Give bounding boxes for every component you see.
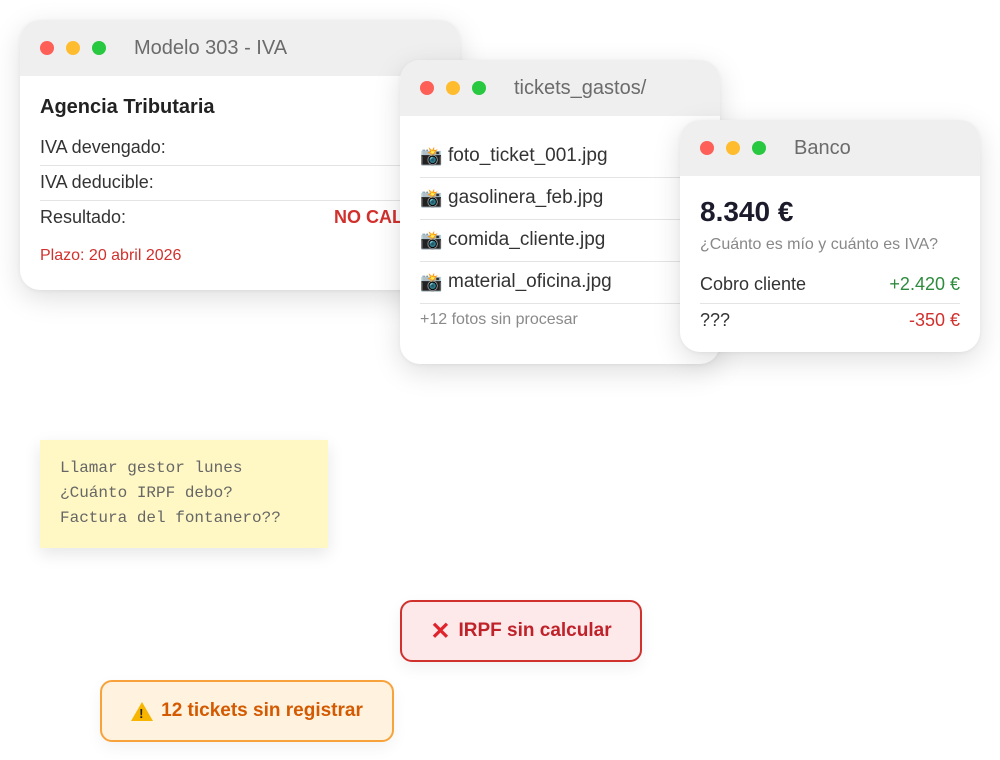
agency-heading: Agencia Tributaria	[40, 96, 215, 118]
window-title: Modelo 303 - IVA	[134, 37, 288, 59]
file-item[interactable]: 📸 material_oficina.jpg	[420, 262, 700, 304]
balance-question: ¿Cuánto es mío y cuánto es IVA?	[700, 236, 939, 253]
file-item[interactable]: 📸 gasolinera_feb.jpg	[420, 178, 700, 220]
minimize-button[interactable]	[726, 141, 740, 155]
row-label: Resultado:	[40, 207, 127, 227]
irpf-alert: ✕ IRPF sin calcular	[400, 600, 642, 662]
file-item[interactable]: 📸 foto_ticket_001.jpg	[420, 136, 700, 178]
unprocessed-count: +12 fotos sin procesar	[420, 311, 578, 328]
file-name: gasolinera_feb.jpg	[448, 187, 604, 208]
file-name: comida_cliente.jpg	[448, 229, 606, 250]
close-button[interactable]	[420, 81, 434, 95]
transaction-amount: +2.420 €	[889, 274, 960, 294]
window-title: Banco	[794, 137, 851, 159]
alert-text: 12 tickets sin registrar	[161, 700, 363, 721]
transaction-row: ??? -350 €	[700, 304, 960, 339]
tickets-alert: 12 tickets sin registrar	[100, 680, 394, 742]
resultado-row: Resultado: NO CALCUL	[40, 201, 440, 235]
tickets-gastos-window[interactable]: tickets_gastos/ 📸 foto_ticket_001.jpg 📸 …	[400, 60, 720, 364]
transaction-label: ???	[700, 310, 731, 330]
minimize-button[interactable]	[446, 81, 460, 95]
banco-window[interactable]: Banco 8.340 € ¿Cuánto es mío y cuánto es…	[680, 120, 980, 352]
maximize-button[interactable]	[752, 141, 766, 155]
window-titlebar[interactable]: tickets_gastos/	[400, 60, 720, 116]
file-name: material_oficina.jpg	[448, 271, 612, 292]
camera-icon: 📸	[420, 271, 443, 292]
close-button[interactable]	[700, 141, 714, 155]
minimize-button[interactable]	[66, 41, 80, 55]
camera-icon: 📸	[420, 187, 443, 208]
alert-text: IRPF sin calcular	[458, 620, 612, 641]
x-icon: ✕	[430, 617, 451, 645]
row-label: IVA deducible:	[40, 172, 154, 192]
iva-deducible-row: IVA deducible:	[40, 166, 440, 201]
window-titlebar[interactable]: Modelo 303 - IVA	[20, 20, 460, 76]
balance-amount: 8.340 €	[700, 196, 794, 227]
note-line: ¿Cuánto IRPF debo?	[60, 484, 233, 502]
warning-icon	[131, 701, 154, 721]
note-line: Factura del fontanero??	[60, 509, 281, 527]
modelo-303-window[interactable]: Modelo 303 - IVA Agencia Tributaria IVA …	[20, 20, 460, 290]
sticky-note: Llamar gestor lunes ¿Cuánto IRPF debo? F…	[40, 440, 328, 548]
window-titlebar[interactable]: Banco	[680, 120, 980, 176]
iva-devengado-row: IVA devengado:	[40, 131, 440, 166]
close-button[interactable]	[40, 41, 54, 55]
transaction-label: Cobro cliente	[700, 274, 807, 294]
deadline-text: Plazo: 20 abril 2026	[40, 247, 182, 264]
file-item[interactable]: 📸 comida_cliente.jpg	[420, 220, 700, 262]
maximize-button[interactable]	[472, 81, 486, 95]
row-label: IVA devengado:	[40, 137, 166, 157]
camera-icon: 📸	[420, 229, 443, 250]
maximize-button[interactable]	[92, 41, 106, 55]
note-line: Llamar gestor lunes	[60, 459, 243, 477]
transaction-row: Cobro cliente +2.420 €	[700, 268, 960, 304]
transaction-amount: -350 €	[908, 310, 960, 330]
file-name: foto_ticket_001.jpg	[448, 145, 608, 166]
camera-icon: 📸	[420, 145, 443, 166]
window-title: tickets_gastos/	[514, 77, 647, 99]
